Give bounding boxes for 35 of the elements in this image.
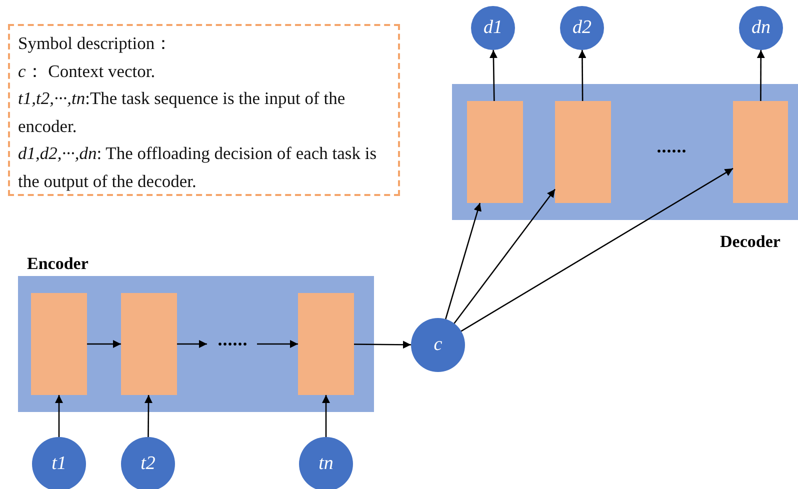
symbol-legend-box: [8, 24, 400, 196]
arrow: [177, 340, 207, 348]
node-circle: d1: [471, 6, 515, 50]
ellipsis-text: ······: [207, 334, 257, 354]
arrow: [454, 188, 556, 324]
symbol-description: c： Context vector.: [18, 60, 156, 82]
arrow: [756, 50, 765, 101]
node-circle: tn: [299, 437, 353, 489]
node-circle: d2: [560, 6, 604, 50]
rnn-cell: [555, 101, 611, 203]
ellipsis-text: ······: [656, 142, 686, 160]
arrow: [87, 340, 121, 348]
rnn-cell: [467, 101, 523, 203]
arrow: [578, 50, 586, 101]
arrow: [55, 395, 63, 437]
arrow: [322, 395, 330, 437]
rnn-cell: [31, 293, 87, 395]
arrow: [460, 168, 734, 332]
node-circle: dn: [739, 6, 783, 50]
arrow: [257, 340, 298, 348]
node-circle: t1: [32, 437, 86, 489]
arrow: [445, 202, 482, 320]
rnn-cell: [298, 293, 354, 395]
rnn-cell: [733, 101, 788, 203]
symbol-description: d1,d2,···,dn: The offloading decision of each task is the output of the decoder.: [18, 142, 378, 193]
arrow: [354, 340, 411, 349]
arrow: [489, 50, 498, 101]
rnn-cell: [121, 293, 177, 395]
node-circle: t2: [121, 437, 175, 489]
node-circle: c: [411, 318, 465, 372]
arrow: [144, 395, 152, 437]
legend-heading: Symbol description：: [18, 32, 174, 55]
symbol-description: t1,t2,···,tn:The task sequence is the input of the encoder.: [18, 87, 346, 138]
panel-heading: Encoder: [27, 254, 88, 274]
panel-heading: Decoder: [720, 232, 780, 252]
